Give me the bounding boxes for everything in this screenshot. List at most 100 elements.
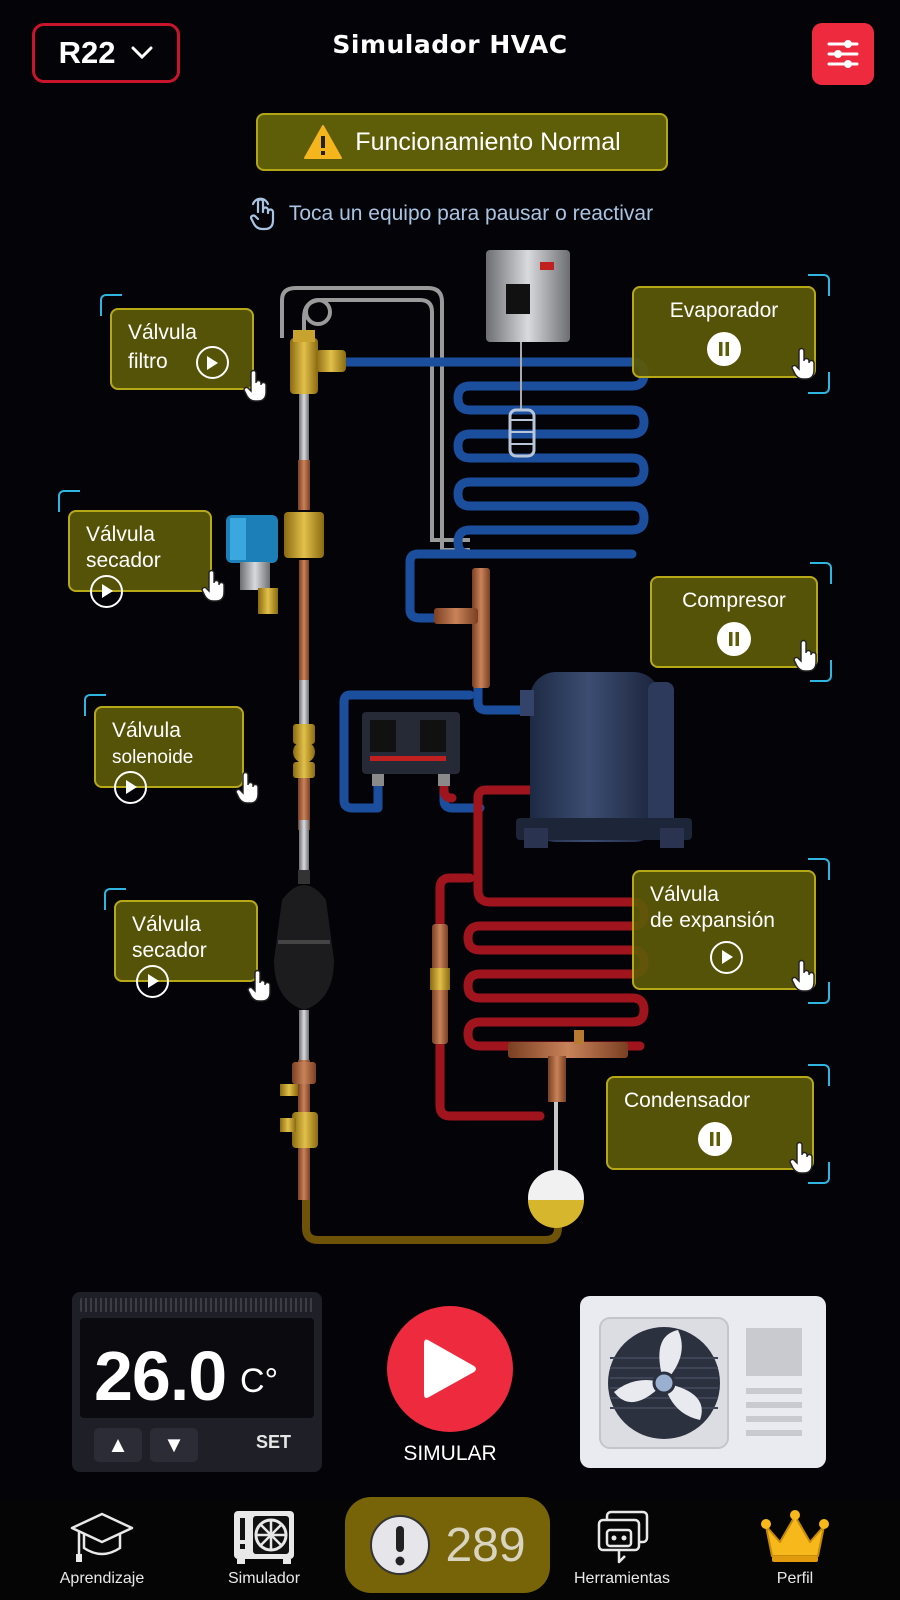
tap-hint: Toca un equipo para pausar o reactivar — [0, 196, 900, 232]
equipment-label: Válvula secador — [114, 900, 258, 998]
equipment-name-line: Válvula — [86, 523, 155, 546]
sight-glass — [528, 1170, 584, 1228]
tap-hand-icon — [791, 347, 815, 380]
refrigerant-value: R22 — [58, 35, 116, 70]
thermostat-bulb — [486, 250, 570, 458]
pressure-switch — [362, 712, 460, 786]
equipment-label: Compresor — [650, 576, 818, 668]
equipment-filter-valve[interactable]: Válvula filtro — [100, 294, 270, 404]
nav-item-profile[interactable]: Perfil — [720, 1508, 870, 1588]
temp-up-button[interactable]: ▲ — [94, 1428, 142, 1462]
play-icon[interactable] — [114, 770, 147, 804]
refrigerant-dropdown[interactable]: R22 — [32, 23, 180, 83]
equipment-label: Válvula secador — [68, 510, 212, 608]
graduation-cap-icon — [70, 1512, 134, 1562]
equipment-compressor[interactable]: Compresor — [646, 562, 832, 682]
thermostat-screen — [80, 1318, 314, 1418]
equipment-name-line: secador — [132, 939, 207, 963]
equipment-name-line: secador — [86, 549, 161, 573]
thermostat-grill — [80, 1298, 314, 1312]
equipment-name-line: Válvula — [132, 913, 201, 936]
alert-icon — [370, 1515, 431, 1575]
tap-hand-icon — [249, 197, 274, 231]
nav-label: Simulador — [227, 1570, 301, 1587]
app-title: Simulador HVAC — [332, 30, 568, 59]
warning-icon — [304, 125, 343, 159]
compressor-component — [516, 672, 692, 848]
temperature-value: 26.0 — [94, 1337, 227, 1415]
tap-hand-icon — [791, 959, 815, 992]
equipment-label: Válvula filtro — [110, 308, 254, 390]
play-icon[interactable] — [710, 940, 743, 974]
equipment-label: Evaporador — [632, 286, 816, 378]
evaporator-coil — [335, 357, 649, 813]
tap-hand-icon — [235, 771, 259, 804]
play-icon[interactable] — [136, 964, 169, 998]
tap-hand-icon — [789, 1141, 813, 1174]
pause-icon[interactable] — [717, 622, 751, 657]
capillary-tube — [280, 286, 470, 552]
equipment-evaporator[interactable]: Evaporador — [628, 274, 830, 394]
ac-outdoor-unit[interactable] — [580, 1296, 826, 1468]
tap-hand-icon — [201, 569, 225, 602]
equipment-expansion-valve[interactable]: Válvula de expansión — [628, 858, 830, 1004]
nav-item-tools[interactable]: Herramientas — [547, 1508, 697, 1588]
hint-text: Toca un equipo para pausar o reactivar — [288, 202, 654, 225]
equipment-name-line: Compresor — [682, 589, 786, 612]
equipment-name-line: Válvula — [650, 883, 719, 906]
tap-hand-icon — [247, 969, 271, 1002]
crown-icon — [761, 1510, 829, 1562]
status-banner: Funcionamiento Normal — [256, 113, 668, 171]
equipment-name-line: Válvula — [112, 719, 181, 742]
equipment-name-line: solenoide — [112, 747, 194, 769]
condenser-fittings — [430, 924, 628, 1176]
equipment-drier-valve-2[interactable]: Válvula secador — [104, 888, 280, 1004]
simulate-label: SIMULAR — [403, 1442, 497, 1465]
tap-hand-icon — [793, 639, 817, 672]
set-button[interactable]: SET — [256, 1432, 292, 1452]
solenoid-valve-component — [293, 724, 315, 778]
temperature-unit: C° — [240, 1362, 279, 1400]
simulator-icon — [234, 1511, 294, 1564]
pause-icon[interactable] — [698, 1122, 732, 1157]
drier-valve-component — [226, 512, 324, 614]
nav-item-simulator[interactable]: Simulador — [189, 1508, 339, 1588]
nav-label: Perfil — [776, 1570, 814, 1587]
nav-item-learning[interactable]: Aprendizaje — [27, 1508, 177, 1588]
equipment-drier-valve[interactable]: Válvula secador — [58, 490, 228, 608]
arrow-down-icon: ▼ — [163, 1432, 185, 1457]
equipment-name-line: Válvula — [128, 321, 197, 344]
drier-filter-component — [274, 870, 334, 1010]
equipment-condenser[interactable]: Condensador — [602, 1064, 830, 1184]
tap-hand-icon — [243, 369, 267, 402]
sliders-icon — [827, 40, 859, 68]
equipment-solenoid-valve[interactable]: Válvula solenoide — [84, 694, 260, 810]
equipment-name-line: de expansión — [650, 909, 775, 933]
thermostat-panel: 26.0 C° ▲ ▼ SET — [72, 1292, 322, 1472]
nav-label: Herramientas — [573, 1570, 671, 1587]
filter-valve-component — [290, 330, 346, 394]
play-icon[interactable] — [90, 574, 123, 608]
equipment-name-line: filtro — [128, 350, 168, 374]
equipment-label: Válvula solenoide — [94, 706, 244, 804]
liquid-line — [302, 1192, 562, 1244]
arrow-up-icon: ▲ — [107, 1432, 129, 1457]
equipment-name-line: Condensador — [624, 1089, 751, 1112]
equipment-label: Válvula de expansión — [632, 870, 816, 990]
chevron-down-icon — [131, 46, 153, 60]
play-icon — [424, 1339, 476, 1398]
tools-icon — [597, 1510, 649, 1564]
nav-label: Aprendizaje — [59, 1570, 145, 1587]
equipment-name-line: Evaporador — [669, 299, 779, 322]
temp-down-button[interactable]: ▼ — [150, 1428, 198, 1462]
pause-icon[interactable] — [707, 332, 741, 367]
fan-icon — [599, 1317, 802, 1449]
points-value: 289 — [445, 1518, 526, 1572]
bottom-fittings — [280, 1062, 318, 1148]
points-counter[interactable]: 289 — [345, 1497, 550, 1593]
settings-button[interactable] — [812, 23, 874, 85]
simulate-play-button[interactable] — [387, 1306, 513, 1432]
play-icon[interactable] — [195, 346, 229, 380]
equipment-label: Condensador — [606, 1076, 814, 1170]
